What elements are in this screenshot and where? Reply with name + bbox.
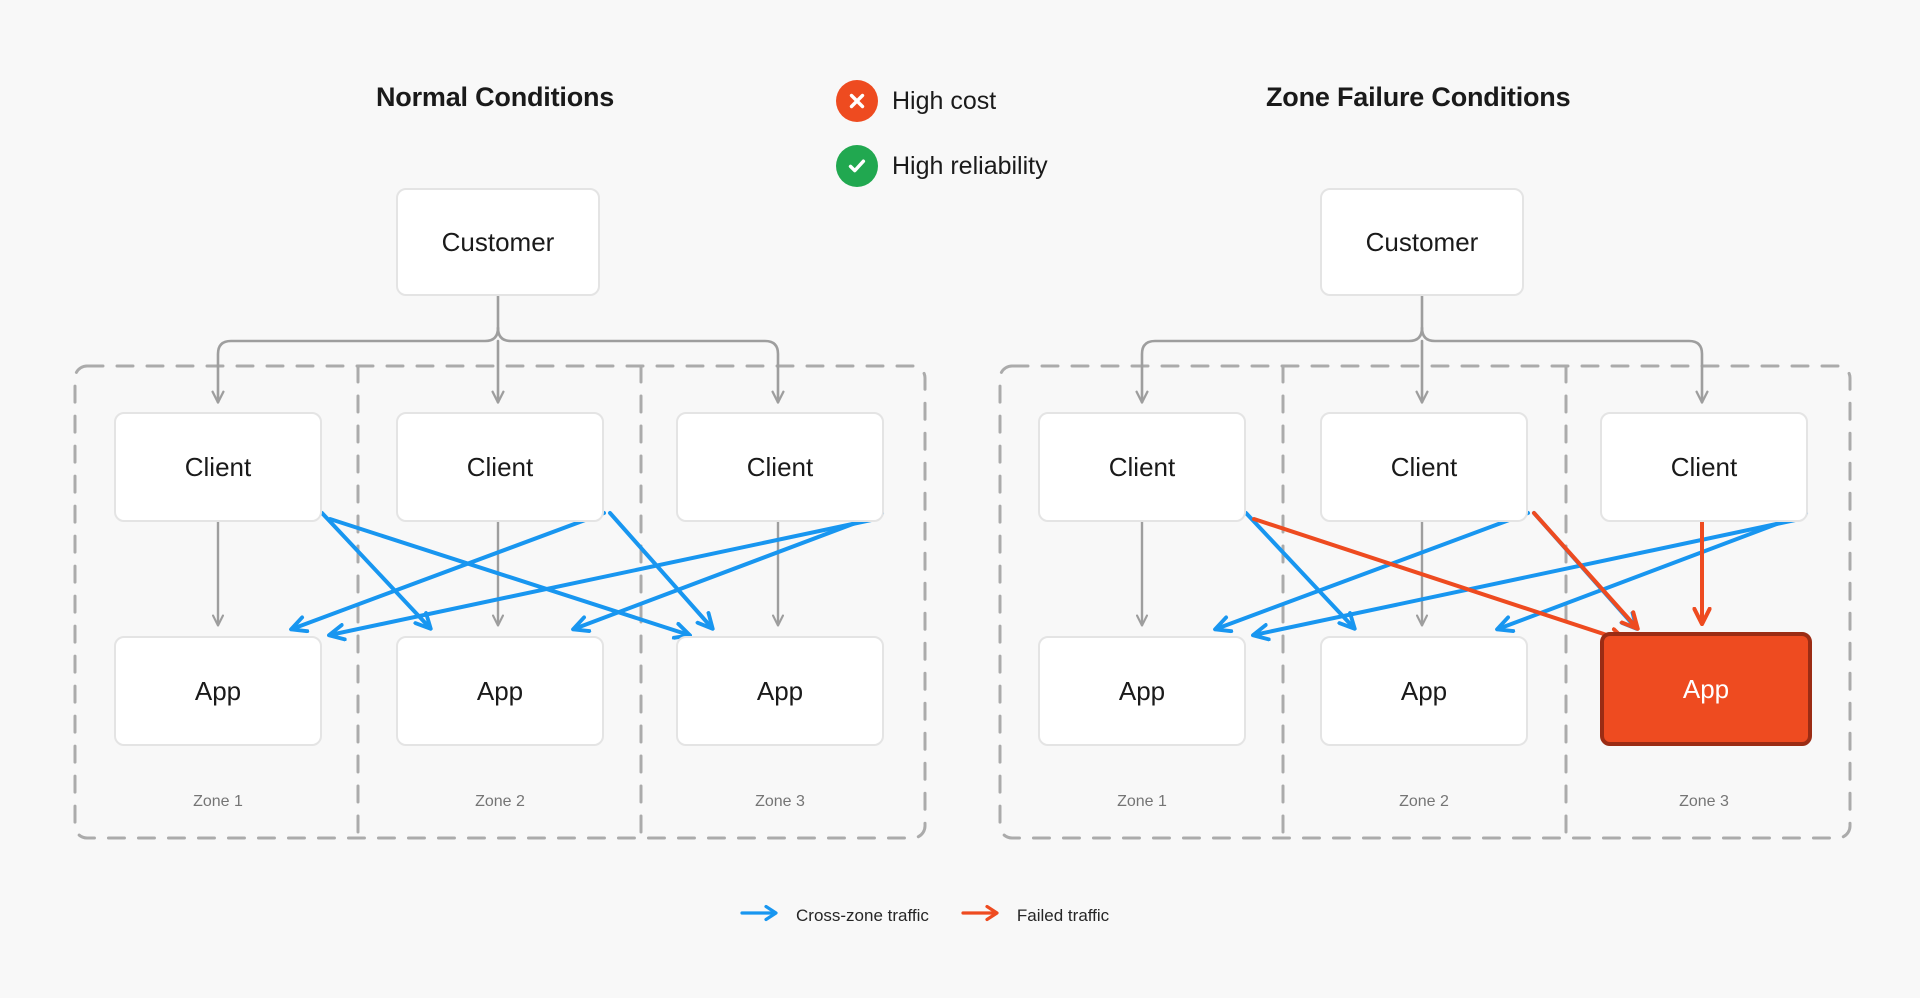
node-app-right-zone1[interactable]: App [1038, 636, 1246, 746]
zone-label-left-3: Zone 3 [755, 793, 805, 810]
status-legend-label: High cost [892, 86, 997, 115]
node-client-right-zone3[interactable]: Client [1600, 412, 1808, 522]
node-customer-right[interactable]: Customer [1320, 188, 1524, 296]
in-zone-links-right [1135, 520, 1429, 627]
zone-label-left-1: Zone 1 [193, 793, 243, 810]
arrow-right-icon [740, 903, 784, 928]
node-client-left-zone1[interactable]: Client [114, 412, 322, 522]
zone-label-right-2: Zone 2 [1399, 793, 1449, 810]
node-app-right-zone2[interactable]: App [1320, 636, 1528, 746]
panel-title-normal: Normal Conditions [376, 82, 615, 112]
node-app-left-zone1[interactable]: App [114, 636, 322, 746]
node-client-left-zone3[interactable]: Client [676, 412, 884, 522]
check-circle-icon [836, 145, 878, 187]
traffic-legend-label: Failed traffic [1016, 905, 1110, 925]
zone-label-right-1: Zone 1 [1117, 793, 1167, 810]
node-app-left-zone3[interactable]: App [676, 636, 884, 746]
cross-zone-links-right [1216, 511, 1808, 635]
traffic-legend-label: Cross-zone traffic [796, 905, 929, 925]
arrow-right-icon [961, 903, 1005, 928]
x-circle-icon [836, 80, 878, 122]
status-legend-item-high-reliability: High reliability [836, 145, 1048, 187]
status-legend-item-high-cost: High cost [836, 80, 1048, 122]
status-legend: High cost High reliability [836, 80, 1048, 187]
node-app-right-zone3-failed[interactable]: App [1600, 632, 1812, 746]
failed-links-right [1252, 511, 1702, 641]
node-client-left-zone2[interactable]: Client [396, 412, 604, 522]
node-client-right-zone2[interactable]: Client [1320, 412, 1528, 522]
in-zone-links-left [211, 520, 785, 627]
traffic-legend: Cross-zone traffic Failed traffic [740, 903, 1109, 928]
node-customer-left[interactable]: Customer [396, 188, 600, 296]
cross-zone-links-left [292, 511, 884, 635]
panel-title-zone-failure: Zone Failure Conditions [1266, 82, 1571, 112]
customer-fanout-left [211, 293, 785, 404]
zone-label-left-2: Zone 2 [475, 793, 525, 810]
status-legend-label: High reliability [892, 151, 1048, 180]
traffic-legend-item-failed: Failed traffic [961, 903, 1109, 928]
node-client-right-zone1[interactable]: Client [1038, 412, 1246, 522]
customer-fanout-right [1135, 293, 1709, 404]
node-app-left-zone2[interactable]: App [396, 636, 604, 746]
traffic-legend-item-cross-zone: Cross-zone traffic [740, 903, 929, 928]
zone-label-right-3: Zone 3 [1679, 793, 1729, 810]
